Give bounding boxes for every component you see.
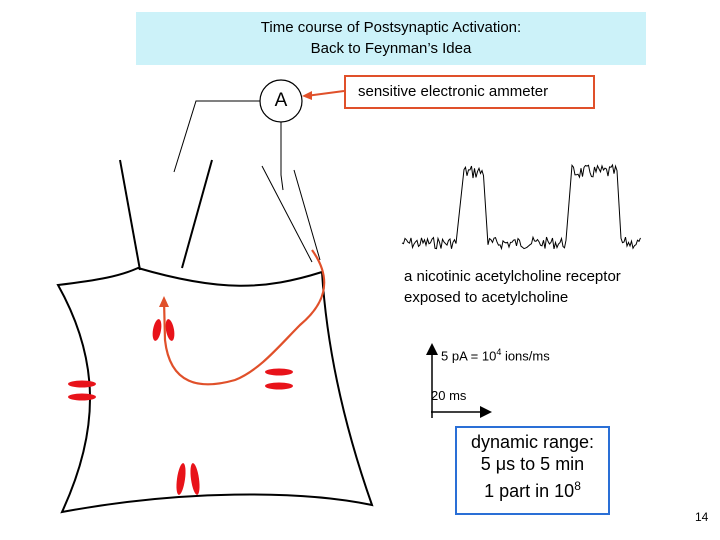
receptor-label-line1: a nicotinic acetylcholine receptor bbox=[404, 268, 621, 285]
scale-bar-horizontal-arrowhead bbox=[480, 406, 492, 418]
ammeter-pointer-arrow bbox=[305, 90, 345, 97]
page-number: 14 bbox=[695, 510, 709, 524]
ammeter-pointer-arrowhead bbox=[302, 91, 312, 100]
scale-current-suffix: ions/ms bbox=[501, 348, 550, 364]
ammeter-label: sensitive electronic ammeter bbox=[344, 75, 595, 109]
slide-title: Time course of Postsynaptic Activation: … bbox=[136, 12, 646, 65]
ammeter-wire-left bbox=[173, 100, 260, 173]
ion-channel-left bbox=[68, 380, 96, 401]
receptor-label: a nicotinic acetylcholine receptor expos… bbox=[404, 266, 621, 308]
scale-current-prefix: 5 pA = 10 bbox=[441, 348, 497, 364]
dynamic-range-box: dynamic range: 5 μs to 5 min 1 part in 1… bbox=[455, 426, 610, 515]
current-path-arrowhead bbox=[159, 296, 169, 307]
ion-channel-right bbox=[265, 368, 293, 390]
ion-channel-bottom bbox=[176, 463, 200, 495]
ammeter-circle bbox=[259, 79, 303, 123]
dynamic-range-exponent: 8 bbox=[574, 479, 581, 493]
electrode-left-outer bbox=[119, 159, 141, 271]
scale-time-label: 20 ms bbox=[431, 388, 467, 403]
current-trace bbox=[401, 163, 641, 251]
scale-bar-vertical-arrowhead bbox=[426, 343, 438, 355]
slide-title-line1: Time course of Postsynaptic Activation: bbox=[260, 19, 522, 36]
ion-channel-top bbox=[152, 319, 175, 341]
electrode-left-inner bbox=[181, 159, 213, 269]
scale-current-exponent: 4 bbox=[496, 347, 502, 357]
receptor-label-line2: exposed to acetylcholine bbox=[404, 289, 569, 306]
electrode-right-outer bbox=[261, 165, 313, 263]
dynamic-range-line1: dynamic range: bbox=[470, 432, 595, 452]
dynamic-range-line3: 1 part in 108 bbox=[457, 475, 608, 502]
ammeter-letter: A bbox=[274, 90, 288, 111]
electrode-right-inner bbox=[293, 169, 321, 261]
current-path bbox=[162, 249, 326, 386]
scale-current-label: 5 pA = 104 ions/ms bbox=[441, 347, 550, 363]
slide-title-line2: Back to Feynman’s Idea bbox=[310, 40, 472, 57]
dynamic-range-line2: 5 μs to 5 min bbox=[480, 454, 585, 474]
cell-membrane bbox=[56, 266, 374, 514]
ammeter-wire-right bbox=[280, 122, 284, 191]
dynamic-range-line3-prefix: 1 part in 10 bbox=[484, 481, 575, 501]
